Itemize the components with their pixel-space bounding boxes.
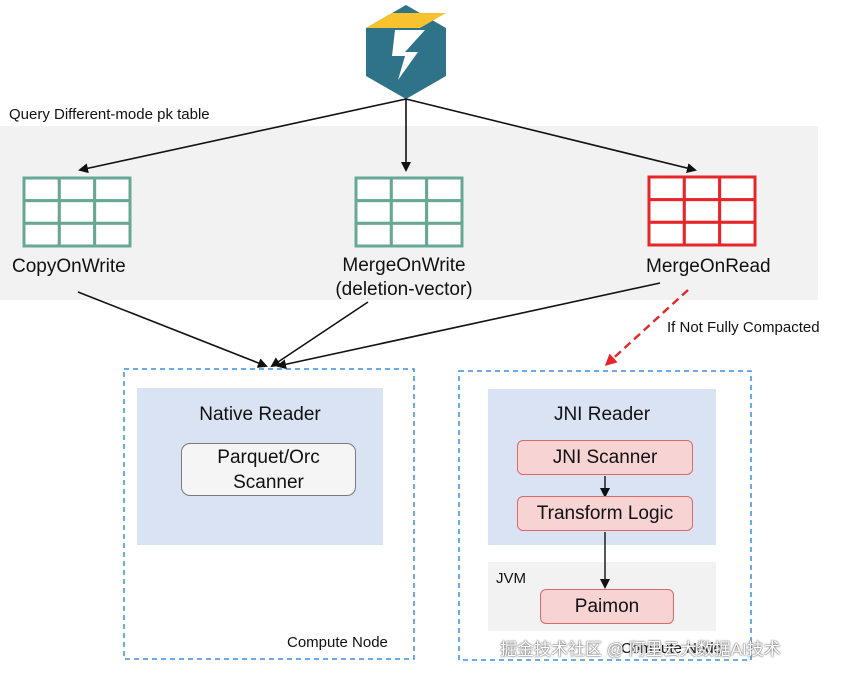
parquet-orc-scanner-label: Parquet/Orc Scanner: [217, 446, 320, 493]
paimon-label: Paimon: [574, 595, 640, 617]
annotation-if-not-fully-compacted: If Not Fully Compacted: [667, 319, 820, 336]
table-cell: [57, 176, 97, 203]
jvm-label: JVM: [496, 570, 526, 587]
table-grid-mergeonread-icon: [647, 175, 757, 247]
table-cell: [354, 199, 393, 225]
transform-logic-label: Transform Logic: [536, 502, 674, 524]
jni-reader-title: JNI Reader: [553, 404, 651, 425]
table-cell: [389, 221, 429, 248]
arrow-logo-to-mergeonread: [405, 98, 697, 173]
table-cell: [354, 221, 393, 248]
table-cell: [93, 221, 132, 248]
table-label-mergeonread: MergeOnRead: [646, 256, 771, 277]
table-cell: [389, 199, 429, 225]
table-label-mergeonwrite: MergeOnWrite (deletion-vector): [335, 255, 473, 300]
table-cell: [682, 198, 722, 224]
table-cell: [718, 175, 757, 202]
table-cell: [93, 199, 132, 225]
table-cell: [354, 176, 393, 203]
table-cell: [647, 220, 686, 247]
arrow-copyonwrite-to-native: [77, 291, 268, 368]
transform-logic-box: Transform Logic: [517, 496, 693, 531]
jni-compute-node-label: Compute Node: [621, 640, 722, 657]
table-cell: [57, 221, 97, 248]
table-cell: [718, 198, 757, 224]
table-cell: [425, 221, 464, 248]
parquet-orc-scanner-box: Parquet/Orc Scanner: [181, 443, 356, 496]
native-compute-node-label: Compute Node: [287, 634, 388, 651]
table-cell: [425, 199, 464, 225]
jni-scanner-box: JNI Scanner: [517, 440, 693, 475]
arrow-mergeonread-to-jni: [604, 289, 689, 367]
watermark: 掘金技术社区 @ 阿里云大数据AI技术: [500, 640, 781, 659]
table-cell: [389, 176, 429, 203]
native-compute-node-container: [123, 368, 415, 660]
table-cell: [647, 198, 686, 224]
query-label: Query Different-mode pk table: [9, 106, 210, 123]
paimon-logo-icon: [366, 5, 446, 99]
table-label-copyonwrite: CopyOnWrite: [12, 256, 126, 277]
table-cell: [22, 199, 61, 225]
table-cell: [718, 220, 757, 247]
table-grid-mergeonwrite-icon: [354, 176, 464, 248]
table-cell: [425, 176, 464, 203]
table-grid-copyonwrite-icon: [22, 176, 132, 248]
table-cell: [22, 221, 61, 248]
jni-compute-node-container: [458, 370, 752, 661]
jni-scanner-label: JNI Scanner: [552, 446, 658, 468]
arrow-mergeonwrite-to-native: [270, 301, 369, 368]
paimon-box: Paimon: [540, 589, 674, 624]
table-cell: [93, 176, 132, 203]
arrow-logo-to-copyonwrite: [78, 98, 407, 174]
table-cell: [22, 176, 61, 203]
table-cell: [682, 175, 722, 202]
table-cell: [57, 199, 97, 225]
table-cell: [647, 175, 686, 202]
table-cell: [682, 220, 722, 247]
arrow-mergeonread-to-native: [276, 282, 661, 370]
native-reader-title: Native Reader: [199, 404, 321, 425]
